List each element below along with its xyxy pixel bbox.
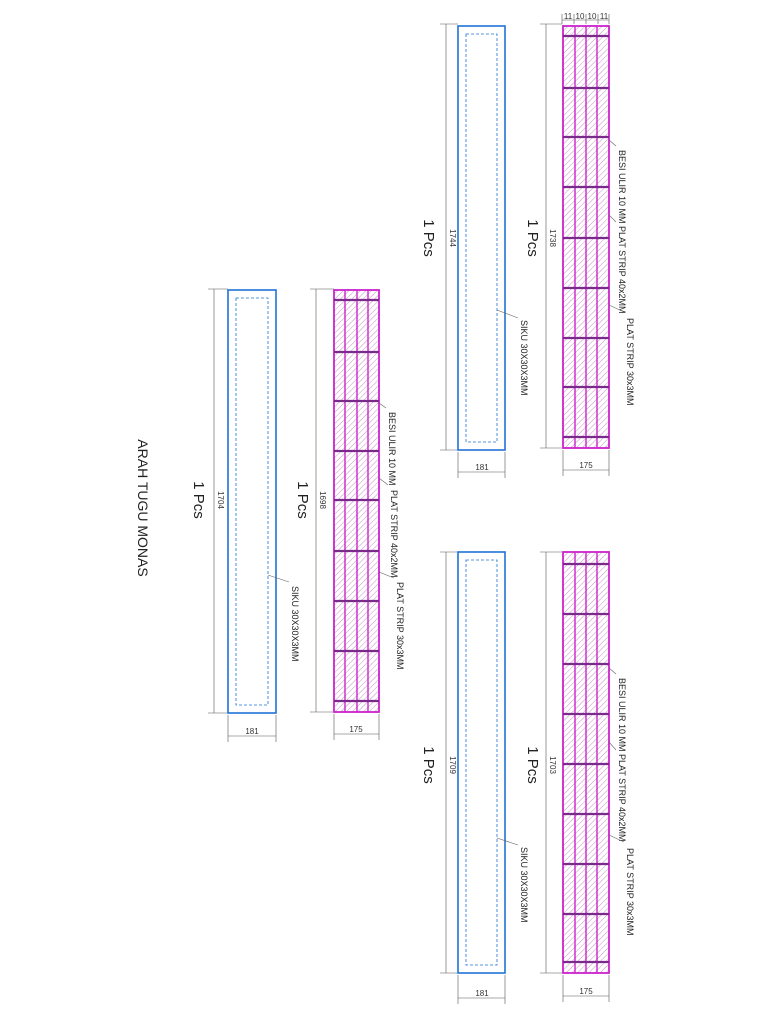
frame-outline: [457, 551, 506, 974]
frame-width-text: 181: [245, 727, 259, 736]
grating-qty-text: 1 Pcs: [524, 746, 541, 784]
frame-width-text: 181: [475, 463, 489, 472]
grating-left: 1698 1 Pcs BESI ULIR 10 MM PLAT STRIP 40…: [294, 288, 405, 740]
direction-title: ARAH TUGU MONAS: [135, 439, 151, 576]
group-top-right: 1744 1 Pcs SIKU 30X30X3MM 181 1738 1 Pcs: [420, 12, 635, 478]
frame-inner-dashed: [465, 33, 498, 443]
grating-width-text: 175: [349, 725, 363, 734]
grating-split-dim-1: 11: [564, 12, 573, 21]
strip-30-label: PLAT STRIP 30x3MM: [625, 848, 635, 936]
frame-left: 1704 1 Pcs SIKU 30X30X3MM 181: [190, 288, 300, 742]
frame-inner-dashed: [235, 297, 269, 706]
strip-40-label: PLAT STRIP 40x2MM: [617, 226, 627, 314]
frame-outline: [227, 289, 277, 714]
frame-qty-text: 1 Pcs: [420, 746, 437, 784]
frame-inner-dashed: [465, 559, 498, 966]
grating-split-dim-3: 10: [588, 12, 597, 21]
grating-crossbars: [563, 34, 609, 439]
frame-profile-label: SIKU 30X30X3MM: [519, 320, 529, 396]
frame-bottom-right: 1709 1 Pcs SIKU 30X30X3MM 181: [420, 551, 529, 1004]
frame-length-text: 1704: [216, 491, 225, 509]
strip-40-label: PLAT STRIP 40x2MM: [617, 754, 627, 842]
grating-qty-text: 1 Pcs: [524, 219, 541, 257]
grating-length-text: 1698: [318, 491, 327, 509]
frame-top-right: 1744 1 Pcs SIKU 30X30X3MM 181: [420, 23, 529, 478]
grating-width-text: 175: [579, 987, 593, 996]
frame-qty-text: 1 Pcs: [420, 219, 437, 257]
strip-30-label: PLAT STRIP 30x3MM: [625, 318, 635, 406]
grating-crossbars: [334, 298, 379, 703]
grating-split-dim-2: 10: [576, 12, 585, 21]
frame-outline: [457, 25, 506, 451]
grating-width-text: 175: [579, 461, 593, 470]
group-bottom-right: 1709 1 Pcs SIKU 30X30X3MM 181 1703 1 Pcs: [420, 551, 635, 1004]
rebar-label: BESI ULIR 10 MM: [617, 678, 627, 752]
frame-qty-text: 1 Pcs: [190, 481, 207, 519]
grating-bottom-right: 1703 1 Pcs BESI ULIR 10 MM PLAT STRIP 40…: [524, 551, 635, 1002]
frame-profile-label: SIKU 30X30X3MM: [519, 847, 529, 923]
frame-profile-label: SIKU 30X30X3MM: [290, 586, 300, 662]
group-left: 1704 1 Pcs SIKU 30X30X3MM 181 1698 1 Pcs: [190, 288, 405, 742]
grating-crossbars: [563, 562, 609, 964]
frame-width-text: 181: [475, 989, 489, 998]
grating-length-text: 1738: [548, 229, 557, 247]
grating-split-dim-4: 11: [600, 12, 609, 21]
rebar-label: BESI ULIR 10 MM: [617, 150, 627, 224]
frame-length-text: 1744: [448, 229, 457, 247]
strip-30-label: PLAT STRIP 30x3MM: [395, 582, 405, 670]
grating-length-text: 1703: [548, 756, 557, 774]
grating-qty-text: 1 Pcs: [294, 481, 311, 519]
grating-top-right: 1738 1 Pcs 11 10 10 11: [524, 12, 635, 476]
strip-40-label: PLAT STRIP 40x2MM: [389, 490, 399, 578]
frame-length-text: 1709: [448, 756, 457, 774]
rebar-label: BESI ULIR 10 MM: [387, 412, 397, 486]
